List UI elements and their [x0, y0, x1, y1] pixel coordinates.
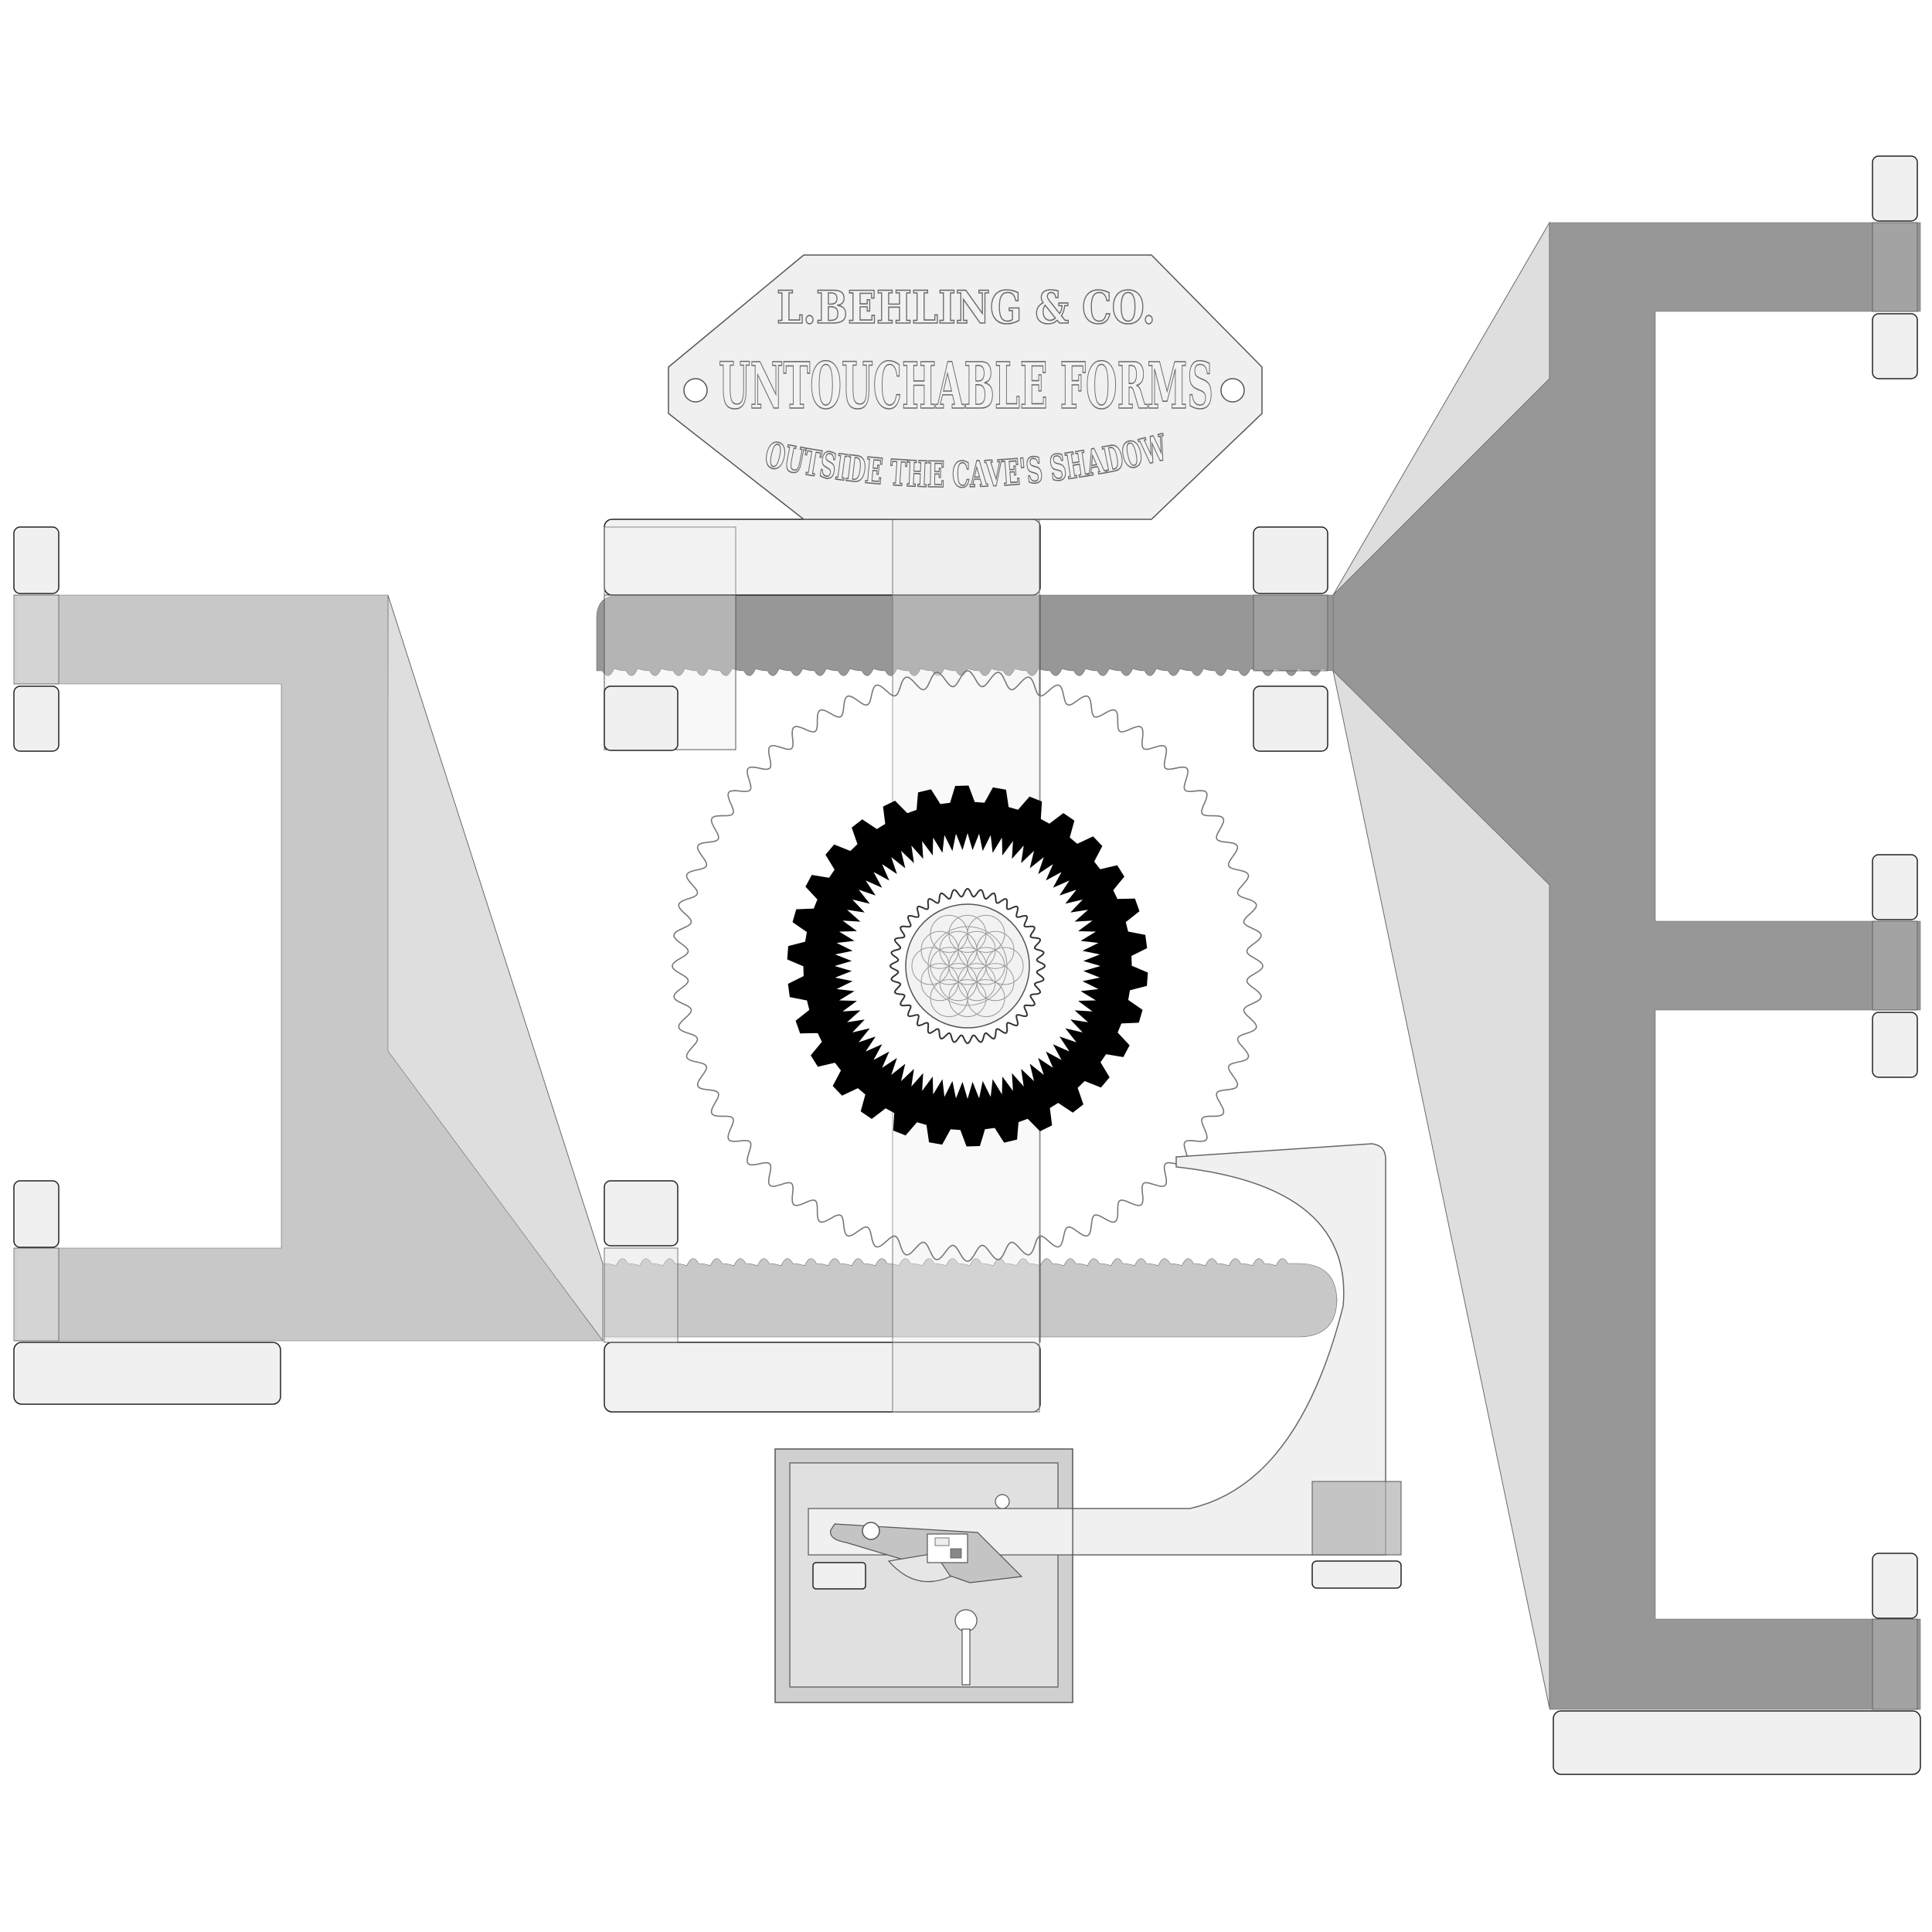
arm-end-clamp	[1311, 1560, 1402, 1589]
guide-left-bottom-band	[604, 1247, 679, 1343]
clamp-right-3	[1872, 1553, 1918, 1619]
clamp-left-base	[13, 1342, 281, 1405]
swing-arm-assembly	[774, 1143, 1402, 1703]
clamp-right-2-lower	[1872, 1012, 1918, 1078]
clamp-right-2	[1872, 854, 1918, 920]
clamp-right-1	[1872, 155, 1918, 222]
flower-circle	[976, 930, 1015, 969]
clamp-right-2-band	[1872, 920, 1918, 1011]
lever-pivot	[862, 1522, 880, 1540]
lever-window-b	[950, 1548, 962, 1559]
clamp-mid-right-lower	[1253, 685, 1328, 752]
clamp-mid-right-band	[1253, 594, 1328, 672]
lever	[830, 1523, 1023, 1583]
clamp-mid-right	[1253, 526, 1328, 594]
name-plate: L.BEHLING & CO. UNTOUCHABLE FORMS OUTSID…	[668, 254, 1263, 520]
lower-rack-arm	[604, 1258, 1338, 1338]
flower-outer-circle	[927, 926, 1008, 1006]
lock-pin-top	[995, 1494, 1010, 1509]
clamp-left-bottom-band	[13, 1247, 60, 1342]
guide-left-bottom-top	[604, 1180, 679, 1247]
center-guides	[604, 519, 1328, 1413]
keyhole-icon	[954, 1609, 978, 1685]
arm-end-block	[1311, 1481, 1402, 1556]
lock-slot-left	[812, 1562, 866, 1590]
lever-window-a	[934, 1537, 950, 1546]
plate-line-1: L.BEHLING & CO.	[777, 281, 1155, 334]
plate-rivet-right	[1220, 378, 1245, 403]
clamp-left-top	[13, 526, 60, 594]
plate-shape	[668, 254, 1263, 520]
clamp-right-1-band	[1872, 222, 1918, 312]
clamp-right-base	[1553, 1710, 1921, 1775]
clamp-right-3-band	[1872, 1618, 1918, 1710]
clamp-left-top-band	[13, 594, 60, 685]
clamp-right-1-lower	[1872, 313, 1918, 379]
clamp-left-bottom	[13, 1180, 60, 1248]
left-frame-bracket	[15, 594, 604, 1342]
guide-left-lower-clamp	[604, 685, 679, 751]
left-c-frame	[13, 526, 1338, 1405]
main-gear-icon	[787, 785, 1148, 1147]
guide-bottom-clamp	[604, 1342, 1041, 1413]
flower-of-life-icon	[911, 914, 1024, 1018]
clamp-left-top-lower	[13, 685, 60, 752]
plate-line-2: UNTOUCHABLE FORMS	[719, 349, 1213, 423]
plate-rivet-left	[683, 378, 708, 403]
right-e-frame	[596, 155, 1921, 1775]
